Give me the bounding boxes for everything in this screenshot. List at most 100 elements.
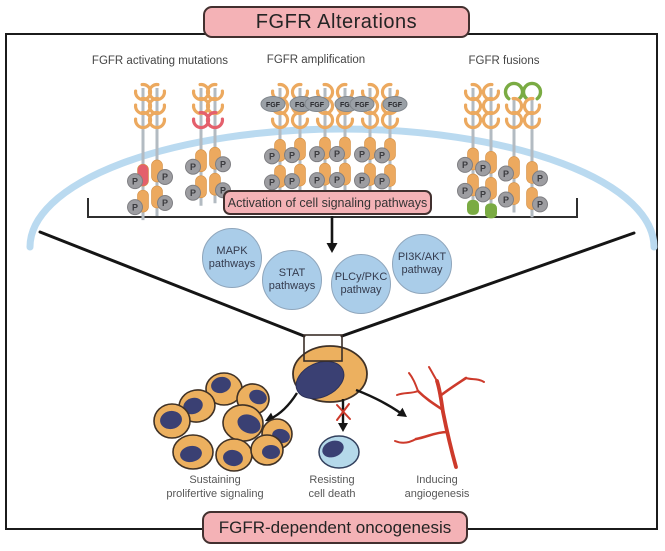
pathway-pi3k-line1: PI3K/AKT xyxy=(397,251,447,264)
fgf-ligand-label: FGF xyxy=(310,102,325,109)
ig-loop-icon xyxy=(463,82,483,102)
fgf-ligand-icon xyxy=(349,96,375,112)
phospho-label: P xyxy=(289,176,295,186)
phospho-label: P xyxy=(190,162,196,172)
ig-loop-icon xyxy=(205,96,225,116)
phospho-icon xyxy=(374,147,390,164)
section-label-amplification: FGFR amplification xyxy=(266,54,366,66)
pathway-mapk-line1: MAPK xyxy=(216,245,248,258)
ig-loop-icon xyxy=(205,82,225,102)
funnel-line-right xyxy=(340,231,636,338)
pathway-plc-line1: PLCy/PKC xyxy=(334,271,388,284)
ig-loop-icon xyxy=(147,110,167,130)
fusion-partner-cap-icon xyxy=(521,81,543,101)
phospho-label: P xyxy=(132,176,138,186)
phospho-icon xyxy=(264,148,280,165)
phospho-icon xyxy=(457,156,473,173)
fgf-ligand-label: FGF xyxy=(388,102,403,109)
fgf-ligand-icon xyxy=(260,96,286,112)
cluster-cell-nucleus xyxy=(211,376,231,394)
ig-loop-icon xyxy=(147,82,167,102)
phospho-label: P xyxy=(359,176,365,186)
funnel-neck-rect xyxy=(303,334,343,362)
fgf-ligand-icon xyxy=(382,96,408,112)
tumor-cell-nucleus xyxy=(295,360,345,400)
phospho-icon xyxy=(354,146,370,163)
phospho-icon xyxy=(127,199,143,216)
pathway-pi3k-line2: pathway xyxy=(401,264,443,276)
phospho-label: P xyxy=(480,164,486,174)
ig-loop-icon xyxy=(133,110,153,130)
fgf-ligand-label: FGF xyxy=(295,102,310,109)
cluster-cell-nucleus xyxy=(237,414,261,434)
ig-loop-icon xyxy=(463,96,483,116)
arrow-to-angiogenesis xyxy=(355,388,403,415)
phospho-label: P xyxy=(480,190,486,200)
fgfr-receptor: P P FGF xyxy=(349,82,380,194)
vessel-branch xyxy=(428,366,438,382)
fgfr-receptor: PP xyxy=(127,82,153,221)
ig-loop-icon xyxy=(315,82,335,102)
pathway-circle-plc-pkc: PLCy/PKC pathway xyxy=(331,254,391,314)
outcome-label-proliferation: Sustaining prolifertive signaling xyxy=(166,474,263,502)
phospho-icon xyxy=(329,146,345,163)
ig-loop-icon xyxy=(290,110,310,130)
phospho-label: P xyxy=(269,152,275,162)
phospho-label: P xyxy=(379,177,385,187)
ig-loop-icon xyxy=(380,82,400,102)
activation-label-box: Activation of cell signaling pathways xyxy=(223,190,432,215)
phospho-label: P xyxy=(314,175,320,185)
phospho-icon xyxy=(329,172,345,189)
ig-loop-icon xyxy=(270,82,290,102)
ig-loop-icon xyxy=(191,96,211,116)
fgf-ligand-icon xyxy=(304,96,330,112)
cluster-cell-nucleus xyxy=(160,410,182,430)
phospho-icon xyxy=(374,173,390,190)
arrow-to-proliferation xyxy=(269,392,299,421)
phospho-label: P xyxy=(379,151,385,161)
phospho-label: P xyxy=(537,174,543,184)
phospho-icon xyxy=(498,191,514,208)
phospho-label: P xyxy=(359,150,365,160)
phospho-icon xyxy=(215,156,231,173)
funnel-line-left xyxy=(38,230,306,338)
phospho-label: P xyxy=(190,188,196,198)
outcome-proliferation-line1: Sustaining xyxy=(189,474,241,486)
arrow-to-apoptosis-head xyxy=(338,423,348,432)
phospho-icon xyxy=(457,182,473,199)
fgfr-receptor: PP xyxy=(205,82,231,204)
vessel-branch xyxy=(396,390,419,396)
phospho-label: P xyxy=(132,202,138,212)
phospho-icon xyxy=(157,168,173,185)
pathway-circle-mapk: MAPK pathways xyxy=(202,228,262,288)
phospho-label: P xyxy=(503,169,509,179)
outcome-label-cell-death: Resisting cell death xyxy=(308,474,355,502)
ig-loop-icon xyxy=(504,110,524,130)
phospho-label: P xyxy=(334,175,340,185)
pathway-circle-stat: STAT pathways xyxy=(262,250,322,310)
phospho-label: P xyxy=(289,150,295,160)
outcome-angiogenesis-line1: Inducing xyxy=(416,474,458,486)
pathway-stat-line1: STAT xyxy=(278,267,306,280)
outcome-proliferation-line2: prolifertive signaling xyxy=(166,487,264,500)
fgf-ligand-label: FGF xyxy=(355,102,370,109)
phospho-label: P xyxy=(220,185,226,195)
phospho-label: P xyxy=(162,198,168,208)
fgfr-receptor: PP xyxy=(185,82,211,206)
ig-loop-icon xyxy=(315,110,335,130)
phospho-label: P xyxy=(269,178,275,188)
blood-vessels-icon xyxy=(394,366,485,469)
phospho-icon xyxy=(157,194,173,211)
phospho-icon xyxy=(532,196,548,213)
ig-loop-icon xyxy=(133,96,153,116)
section-label-fusions: FGFR fusions xyxy=(468,55,540,67)
phospho-icon xyxy=(284,173,300,190)
vessel-branch xyxy=(435,379,458,469)
cluster-cell-nucleus xyxy=(183,397,203,415)
fgfr-receptor: PP xyxy=(147,82,173,216)
phospho-icon xyxy=(475,160,491,177)
pathway-mapk-line2: pathways xyxy=(208,258,256,270)
ig-loop-icon xyxy=(205,110,225,130)
